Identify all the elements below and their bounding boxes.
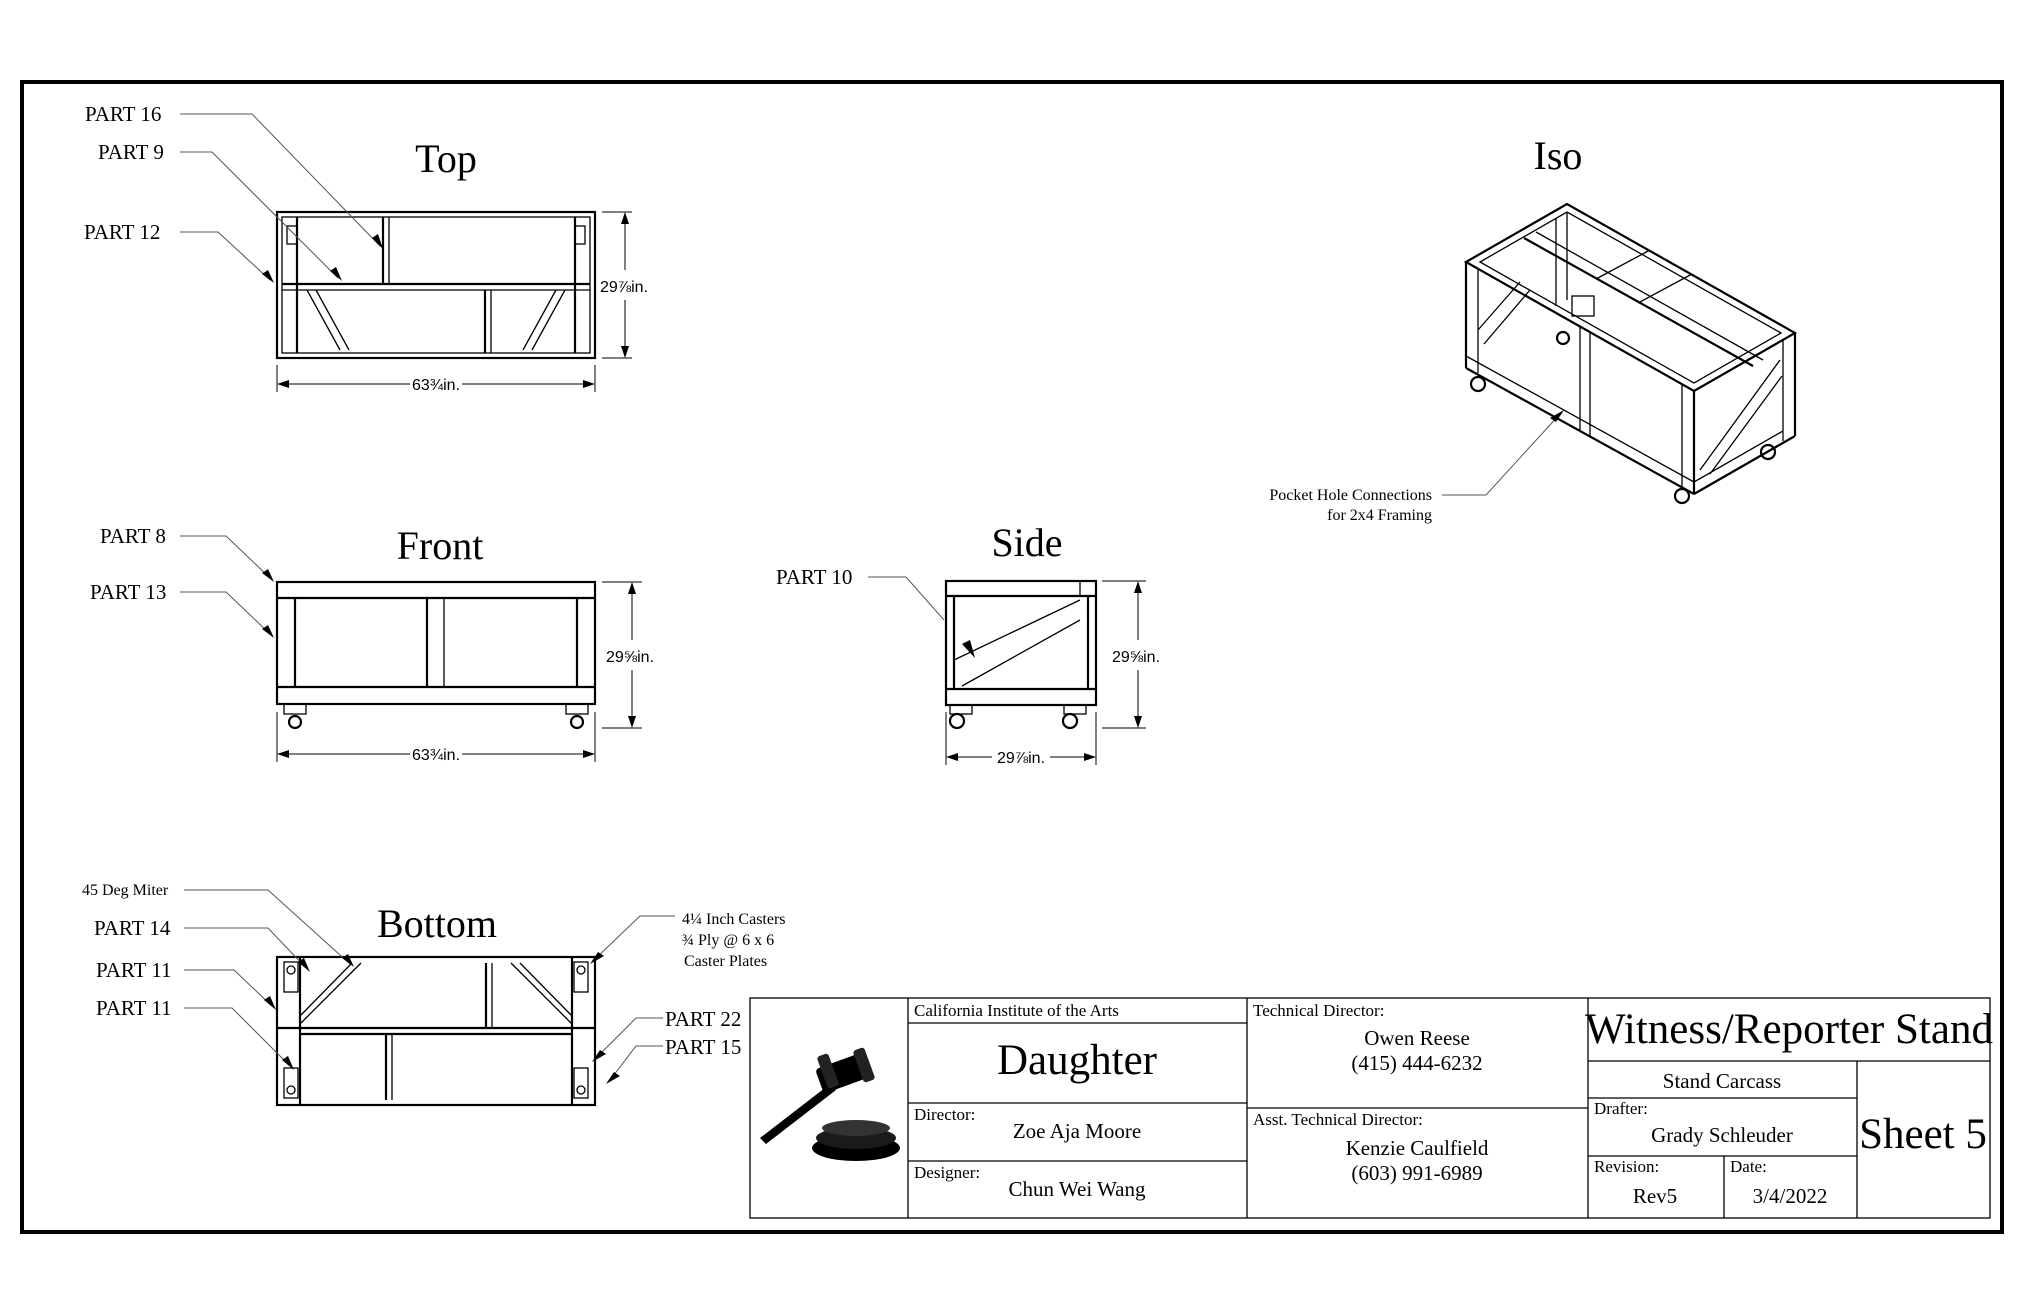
- designer-label: Designer:: [914, 1163, 980, 1182]
- td-label: Technical Director:: [1253, 1001, 1384, 1020]
- revision-label: Revision:: [1594, 1157, 1659, 1176]
- school-name: California Institute of the Arts: [914, 1001, 1119, 1020]
- part-14-label: PART 14: [94, 916, 171, 940]
- td-name: Owen Reese: [1364, 1026, 1470, 1050]
- part-12-label: PART 12: [84, 220, 160, 244]
- part-11-label-a: PART 11: [96, 958, 172, 982]
- revision-value: Rev5: [1633, 1184, 1677, 1208]
- bottom-view: Bottom 45 Deg Miter PART 14 PART 11: [82, 882, 786, 1107]
- date-value: 3/4/2022: [1753, 1184, 1828, 1208]
- front-height-dim: 29⅝in.: [606, 649, 654, 666]
- director-name: Zoe Aja Moore: [1013, 1119, 1141, 1143]
- drafter-label: Drafter:: [1594, 1099, 1648, 1118]
- title-block: California Institute of the Arts Daughte…: [749, 997, 1993, 1219]
- side-width-dim: 29⅞in.: [997, 750, 1045, 767]
- part-15-label: PART 15: [665, 1035, 741, 1059]
- drawing-subtitle: Stand Carcass: [1663, 1069, 1781, 1093]
- side-view: Side 29⅝in. 29⅞in. PART 10: [776, 520, 1160, 767]
- production-name: Daughter: [997, 1037, 1157, 1084]
- top-depth-dim: 29⅞in.: [600, 279, 648, 296]
- iso-view: Iso Pocket: [1269, 133, 1798, 524]
- pocket-hole-note-1: Pocket Hole Connections: [1269, 487, 1432, 504]
- atd-label: Asst. Technical Director:: [1253, 1110, 1423, 1129]
- td-phone: (415) 444-6232: [1351, 1051, 1482, 1075]
- gavel-icon: [760, 1047, 900, 1161]
- pocket-hole-note-2: for 2x4 Framing: [1327, 507, 1432, 524]
- sheet-border: [20, 80, 2004, 1234]
- drafter-name: Grady Schleuder: [1651, 1123, 1793, 1147]
- designer-name: Chun Wei Wang: [1008, 1177, 1146, 1201]
- iso-view-title: Iso: [1534, 133, 1583, 178]
- side-height-dim: 29⅝in.: [1112, 649, 1160, 666]
- casters-note-1: 4¼ Inch Casters: [682, 911, 786, 928]
- side-view-title: Side: [991, 520, 1062, 565]
- casters-note-3: Caster Plates: [684, 953, 767, 970]
- front-view-title: Front: [397, 523, 484, 568]
- front-width-dim: 63¾in.: [412, 747, 460, 764]
- atd-phone: (603) 991-6989: [1351, 1161, 1482, 1185]
- director-label: Director:: [914, 1105, 975, 1124]
- part-13-label: PART 13: [90, 580, 166, 604]
- atd-name: Kenzie Caulfield: [1346, 1136, 1489, 1160]
- casters-note-2: ¾ Ply @ 6 x 6: [682, 932, 774, 949]
- part-11-label-b: PART 11: [96, 996, 172, 1020]
- top-view-title: Top: [415, 136, 477, 181]
- part-22-label: PART 22: [665, 1007, 741, 1031]
- front-view: Front 63¾in. 29⅝in. PART 8 PART 13: [90, 523, 654, 764]
- part-9-label: PART 9: [98, 140, 164, 164]
- miter-note: 45 Deg Miter: [82, 882, 169, 899]
- sheet-number: Sheet 5: [1859, 1111, 1987, 1158]
- part-10-label: PART 10: [776, 565, 852, 589]
- date-label: Date:: [1730, 1157, 1767, 1176]
- bottom-view-title: Bottom: [377, 901, 497, 946]
- top-view: Top 63¾in. 29⅞in.: [84, 102, 648, 394]
- part-8-label: PART 8: [100, 524, 166, 548]
- top-width-dim: 63¾in.: [412, 377, 460, 394]
- part-16-label: PART 16: [85, 102, 161, 126]
- drawing-title: Witness/Reporter Stand: [1585, 1006, 1993, 1053]
